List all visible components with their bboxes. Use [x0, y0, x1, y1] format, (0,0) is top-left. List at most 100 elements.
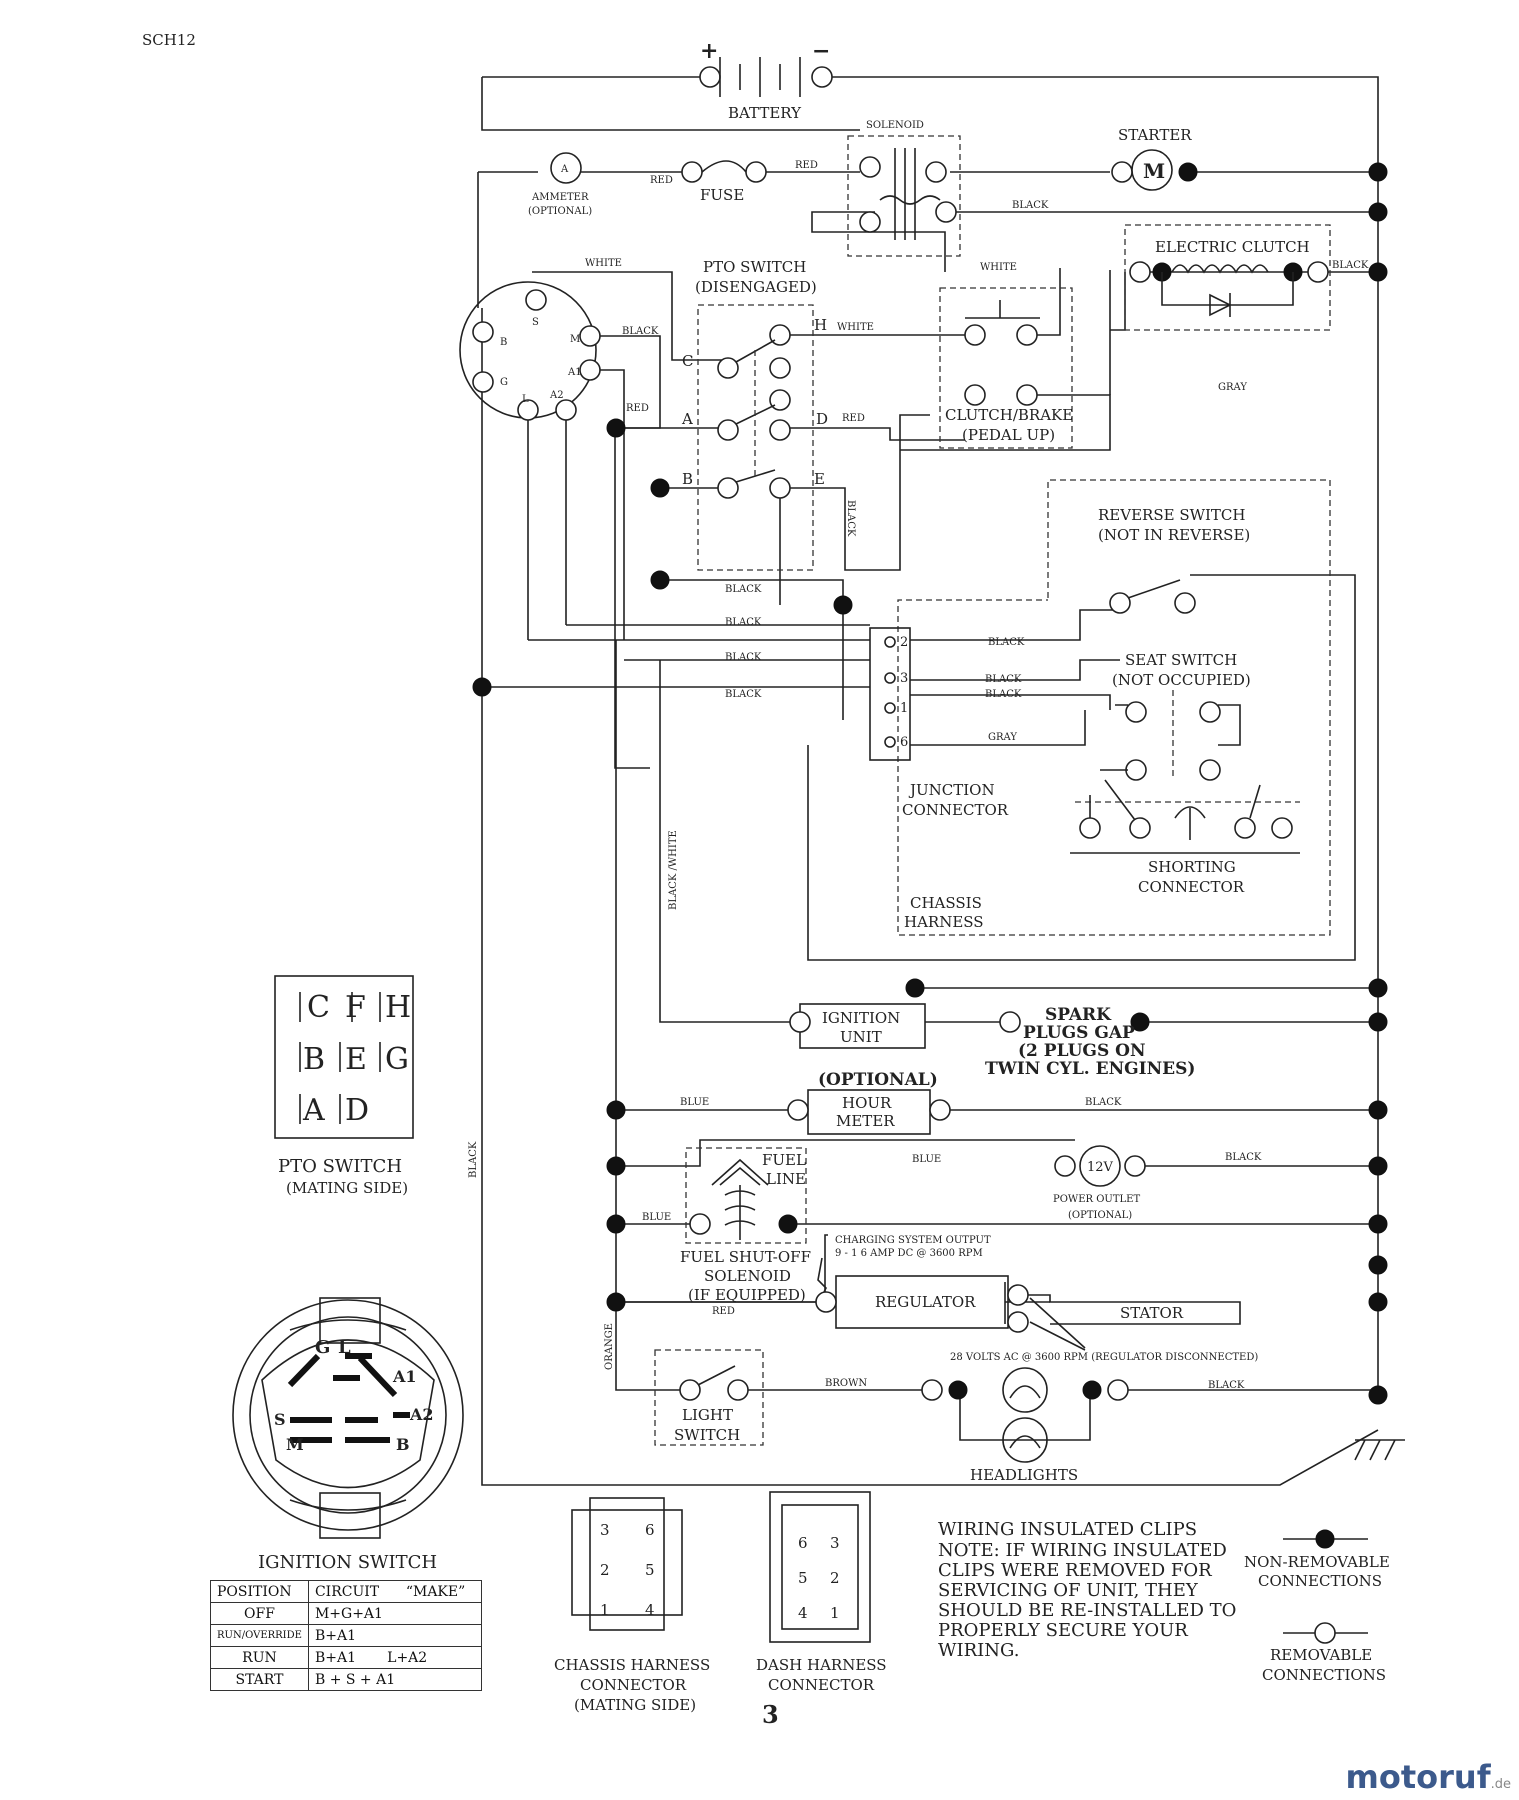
spark-label-2: PLUGS GAP: [1023, 1023, 1135, 1043]
seat-switch-label: SEAT SWITCH: [1125, 651, 1237, 669]
not-in-reverse-label: (NOT IN REVERSE): [1098, 526, 1250, 544]
wire-black-4: BLACK: [725, 584, 762, 595]
hour-meter-label-2: METER: [836, 1112, 895, 1130]
legend-non-removable-2: CONNECTIONS: [1258, 1572, 1382, 1590]
chassis-pin-5: 5: [645, 1561, 655, 1579]
pto-disengaged-label: (DISENGAGED): [695, 278, 817, 296]
spark-label-1: SPARK: [1045, 1005, 1112, 1025]
power-outlet-optional: (OPTIONAL): [1068, 1210, 1132, 1221]
starter-label: STARTER: [1118, 126, 1192, 144]
note-line-6: WIRING.: [938, 1640, 1019, 1661]
chassis-pin-4: 4: [645, 1601, 655, 1619]
pto-grid-a: A: [302, 1093, 325, 1128]
battery-minus-label: −: [812, 38, 830, 64]
table-row: OFF M+G+A1: [210, 1602, 482, 1625]
table-row: START B + S + A1: [210, 1668, 482, 1691]
headlights: HEADLIGHTS: [921, 1367, 1129, 1484]
pto-h-label: H: [814, 316, 827, 334]
header-circuit: CIRCUIT “MAKE”: [307, 1580, 482, 1603]
chassis-pin-1: 1: [600, 1601, 610, 1619]
ammeter-a-label: A: [560, 164, 569, 175]
wire-red-5: RED: [712, 1306, 735, 1317]
ignition-terminal-block: S B M G A1 L A2: [459, 281, 601, 421]
pto-switch-label: PTO SWITCH: [703, 258, 806, 276]
light-switch-label-1: LIGHT: [682, 1406, 733, 1424]
electric-clutch-label: ELECTRIC CLUTCH: [1155, 238, 1310, 256]
wire-black-9: BLACK: [985, 674, 1022, 685]
battery-label: BATTERY: [728, 104, 802, 122]
wire-brown: BROWN: [825, 1378, 867, 1389]
outlet-12v-label: 12V: [1087, 1160, 1114, 1175]
ign-face-g: G: [315, 1337, 330, 1358]
ignition-switch-face: G L A1 S A2 M B IGNITION SWITCH: [232, 1297, 464, 1573]
junction-pin-2: 2: [900, 635, 908, 650]
chassis-pin-3: 3: [600, 1521, 610, 1539]
row-circuit-text: B + S + A1: [314, 1671, 396, 1688]
battery: + − BATTERY: [699, 38, 833, 122]
wire-red-2: RED: [795, 160, 818, 171]
wire-red-1: RED: [650, 175, 673, 186]
legend-non-removable-1: NON-REMOVABLE: [1244, 1553, 1390, 1571]
wire-black-14: BLACK: [1225, 1152, 1262, 1163]
ignition-switch-label: IGNITION SWITCH: [258, 1552, 437, 1573]
hour-meter: (OPTIONAL) HOUR METER: [787, 1070, 951, 1135]
wire-orange: ORANGE: [604, 1323, 615, 1370]
row-position: START: [210, 1668, 309, 1691]
fuel-line-label-2: LINE: [766, 1170, 806, 1188]
fuel-shutoff-solenoid: FUEL LINE FUEL SHUT-OFF SOLENOID (IF EQU…: [680, 1147, 811, 1304]
dash-pin-5: 5: [798, 1569, 808, 1587]
note-line-1: NOTE: IF WIRING INSULATED: [938, 1540, 1227, 1561]
dash-harness-connector: 6 3 5 2 4 1 DASH HARNESS CONNECTOR: [756, 1491, 887, 1694]
chassis-harness-label-1: CHASSIS: [910, 894, 982, 912]
solenoid-label: SOLENOID: [866, 120, 924, 131]
ammeter-label: AMMETER: [531, 192, 589, 203]
wire-black-7: BLACK: [725, 689, 762, 700]
fuel-shutoff-label-2: SOLENOID: [704, 1267, 791, 1285]
row-circuit-text: M+G+A1: [314, 1605, 383, 1622]
starter-m-label: M: [1143, 159, 1165, 183]
page-number: 3: [762, 1700, 779, 1729]
ign-face-a2: A2: [409, 1405, 434, 1424]
row-position: RUN/OVERRIDE: [210, 1624, 309, 1647]
chassis-pin-2: 2: [600, 1561, 610, 1579]
shorting-label-1: SHORTING: [1148, 858, 1236, 876]
pto-c-label: C: [682, 352, 693, 370]
wire-black-1: BLACK: [1012, 200, 1049, 211]
row-circuit: M+G+A1: [307, 1602, 482, 1625]
spark-label-3: (2 PLUGS ON: [1018, 1041, 1145, 1061]
wire-labels: RED RED BLACK BLACK WHITE WHITE WHITE BL…: [468, 160, 1369, 1391]
table-row: RUN B+A1 L+A2: [210, 1646, 482, 1669]
wire-black-12: BLACK: [468, 1141, 479, 1178]
pto-a-label: A: [681, 410, 693, 428]
pto-switch: PTO SWITCH (DISENGAGED) C A B H D E: [681, 258, 828, 571]
wire-black-8: BLACK: [988, 637, 1025, 648]
row-position: OFF: [210, 1602, 309, 1625]
power-outlet-label: POWER OUTLET: [1053, 1194, 1140, 1205]
hour-meter-optional: (OPTIONAL): [818, 1070, 938, 1090]
pto-b-label: B: [682, 470, 693, 488]
light-switch-label-2: SWITCH: [674, 1426, 740, 1444]
pto-grid-d: D: [345, 1093, 369, 1128]
page-code: SCH12: [142, 31, 196, 49]
wire-black-white: BLACK /WHITE: [668, 830, 679, 910]
ign-face-l: L: [338, 1337, 351, 1358]
row-position: RUN: [210, 1646, 309, 1669]
header-position: POSITION: [210, 1580, 309, 1603]
junction-pin-1: 1: [900, 701, 908, 716]
wire-black-5: BLACK: [725, 617, 762, 628]
pedal-up-label: (PEDAL UP): [962, 426, 1055, 444]
ign-face-a1: A1: [392, 1367, 417, 1386]
dash-pin-2: 2: [830, 1569, 840, 1587]
headlights-label: HEADLIGHTS: [970, 1466, 1078, 1484]
ammeter-optional-label: (OPTIONAL): [528, 206, 592, 217]
wire-gray-1: GRAY: [1218, 382, 1247, 393]
row-extra-text: L+A2: [387, 1649, 428, 1666]
pto-grid-f: F: [345, 990, 366, 1025]
pto-mating-label-2: (MATING SIDE): [286, 1179, 408, 1197]
fuel-shutoff-label-1: FUEL SHUT-OFF: [680, 1248, 811, 1266]
ign-face-s: S: [274, 1410, 286, 1429]
wire-gray-2: GRAY: [988, 732, 1017, 743]
fuel-line-label-1: FUEL: [762, 1151, 806, 1169]
brand-tld: .de: [1490, 1777, 1511, 1792]
chassis-conn-label-3: (MATING SIDE): [574, 1696, 696, 1714]
